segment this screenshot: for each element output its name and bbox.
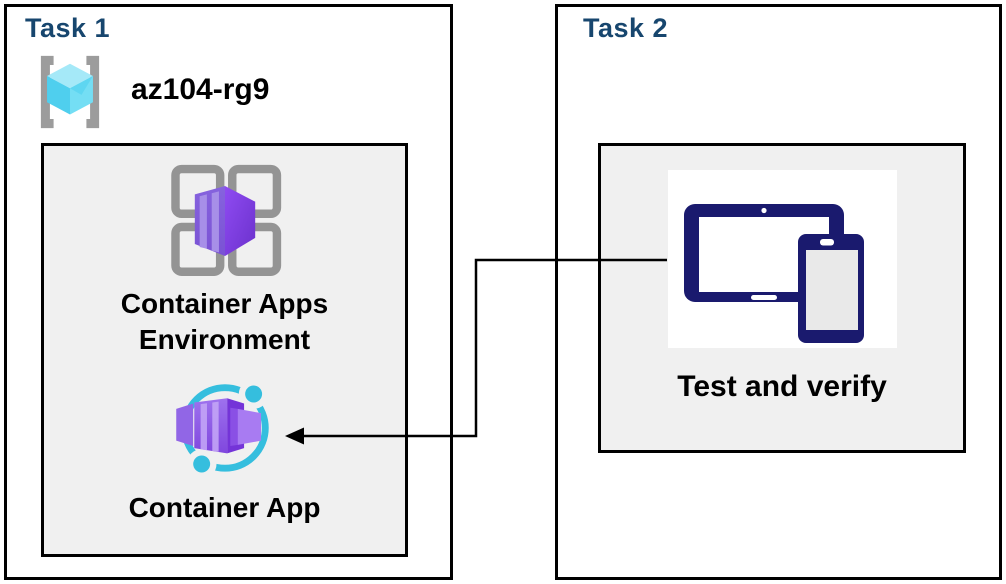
task1-panel: Task 1 az104-rg9 (4, 4, 453, 580)
test-and-verify-label: Test and verify (677, 370, 887, 403)
container-apps-environment-group: Container Apps Environment (41, 143, 408, 557)
test-and-verify-group: Test and verify (598, 143, 966, 453)
resource-group-icon (40, 55, 100, 129)
environment-label: Container Apps Environment (120, 288, 329, 355)
container-app-icon (175, 378, 269, 479)
resource-group-name: az104-rg9 (131, 73, 270, 106)
container-app-label: Container App (128, 491, 321, 523)
resource-group-row: az104-rg9 (29, 53, 269, 131)
container-apps-environment-icon (170, 164, 281, 276)
task1-title: Task 1 (25, 13, 111, 43)
task2-panel: Task 2 Test and verify (555, 4, 1002, 580)
devices-icon (683, 204, 864, 343)
task2-title: Task 2 (583, 13, 669, 43)
devices-image-card (667, 170, 897, 348)
